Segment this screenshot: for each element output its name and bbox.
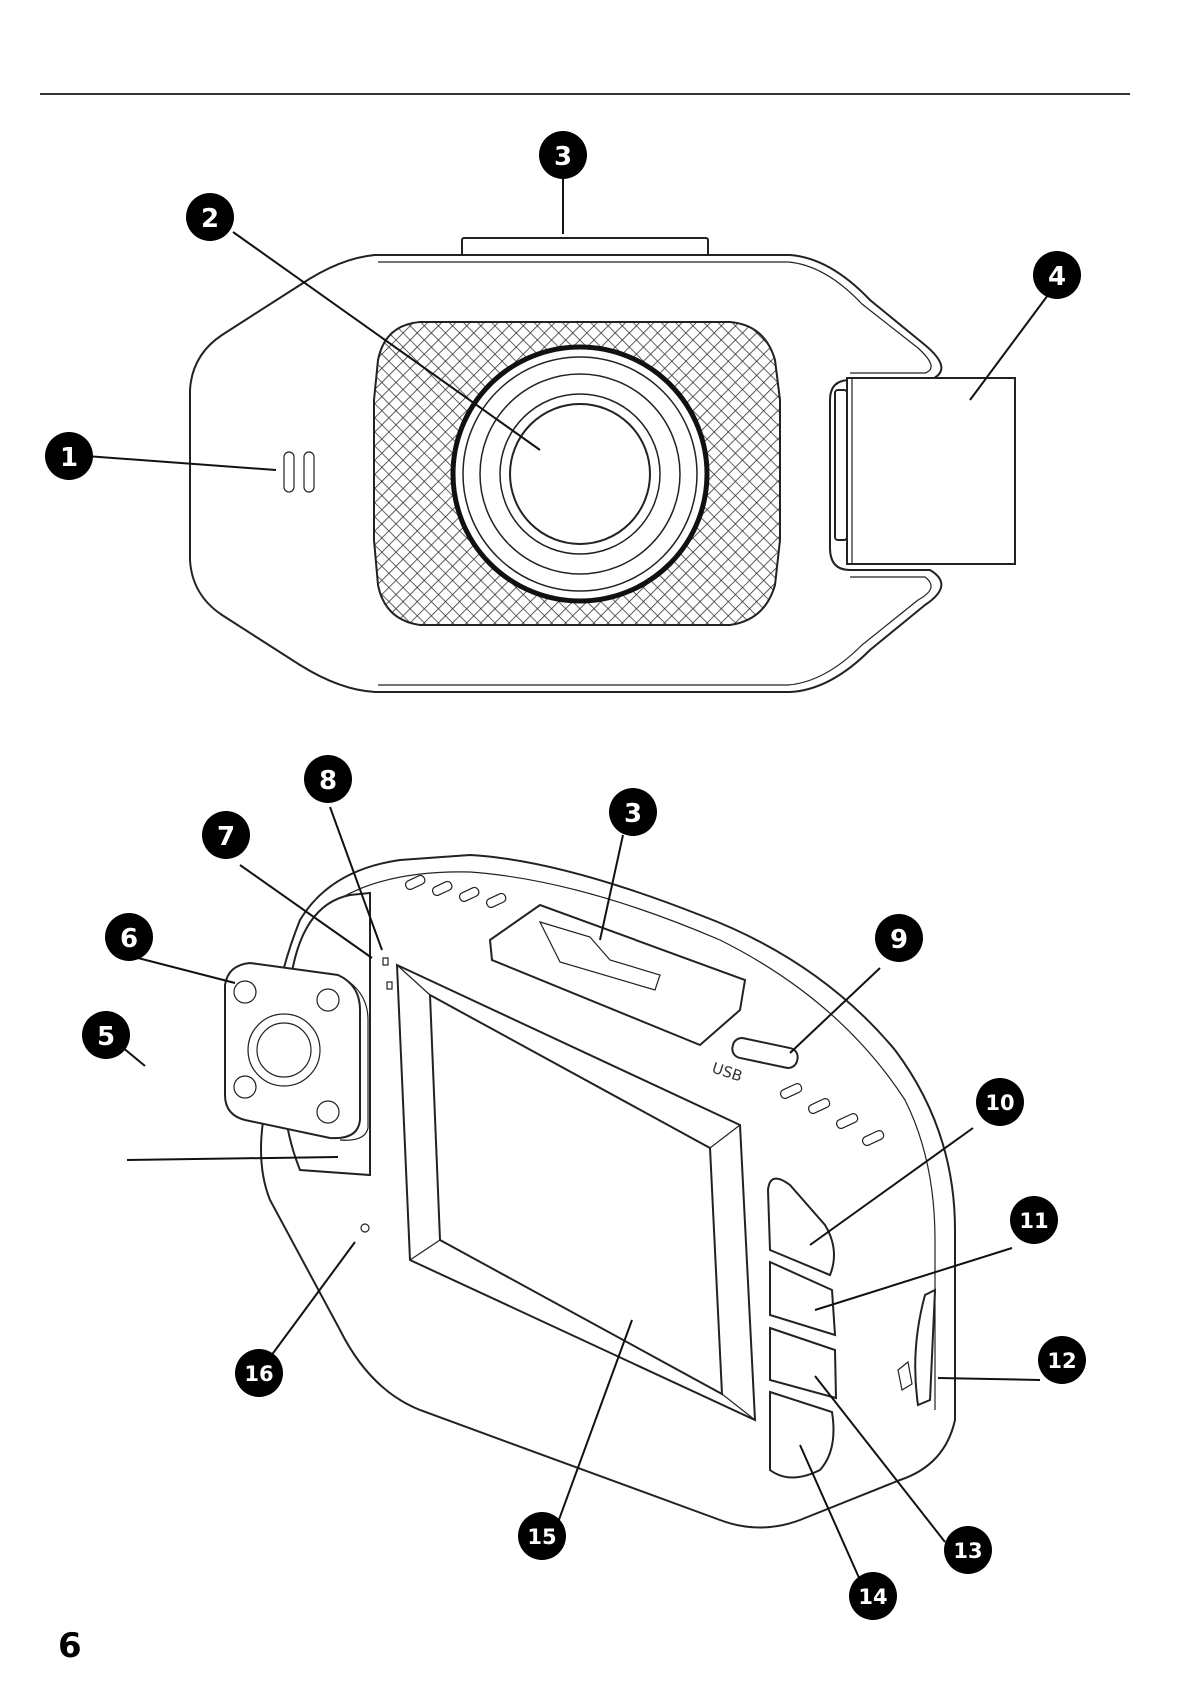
svg-text:4: 4 [1048,262,1066,292]
svg-text:11: 11 [1019,1209,1048,1233]
callout-2: 2 [186,193,234,241]
callout-9: 9 [875,914,923,962]
callout-3-rear: 3 [609,788,657,836]
side-mount-bracket [835,390,847,540]
callout-13: 13 [944,1526,992,1574]
side-mount [847,378,1015,564]
svg-text:8: 8 [319,766,337,796]
callout-3-top: 3 [539,131,587,179]
page-number: 6 [58,1626,82,1666]
front-view [190,238,1015,692]
callout-6: 6 [105,913,153,961]
callout-11: 11 [1010,1196,1058,1244]
svg-text:13: 13 [953,1539,982,1563]
svg-text:2: 2 [201,204,219,234]
callout-10: 10 [976,1078,1024,1126]
lens [510,404,650,544]
svg-text:12: 12 [1047,1349,1076,1373]
svg-text:3: 3 [554,142,572,172]
svg-text:5: 5 [97,1022,115,1052]
callout-8: 8 [304,755,352,803]
callout-5: 5 [82,1011,130,1059]
callout-15: 15 [518,1512,566,1560]
callout-1: 1 [45,432,93,480]
top-mount-tab [462,238,708,256]
ir-camera-block [225,963,360,1138]
svg-text:14: 14 [858,1585,887,1609]
callout-16: 16 [235,1349,283,1397]
callout-14: 14 [849,1572,897,1620]
svg-text:3: 3 [624,799,642,829]
svg-text:10: 10 [985,1091,1014,1115]
callout-12: 12 [1038,1336,1086,1384]
rear-view: USB [225,855,955,1528]
callout-7: 7 [202,811,250,859]
svg-text:9: 9 [890,925,908,955]
svg-text:6: 6 [120,924,138,954]
svg-text:7: 7 [217,822,235,852]
svg-text:1: 1 [60,443,78,473]
svg-text:15: 15 [527,1525,556,1549]
callout-4: 4 [1033,251,1081,299]
svg-text:16: 16 [244,1362,273,1386]
